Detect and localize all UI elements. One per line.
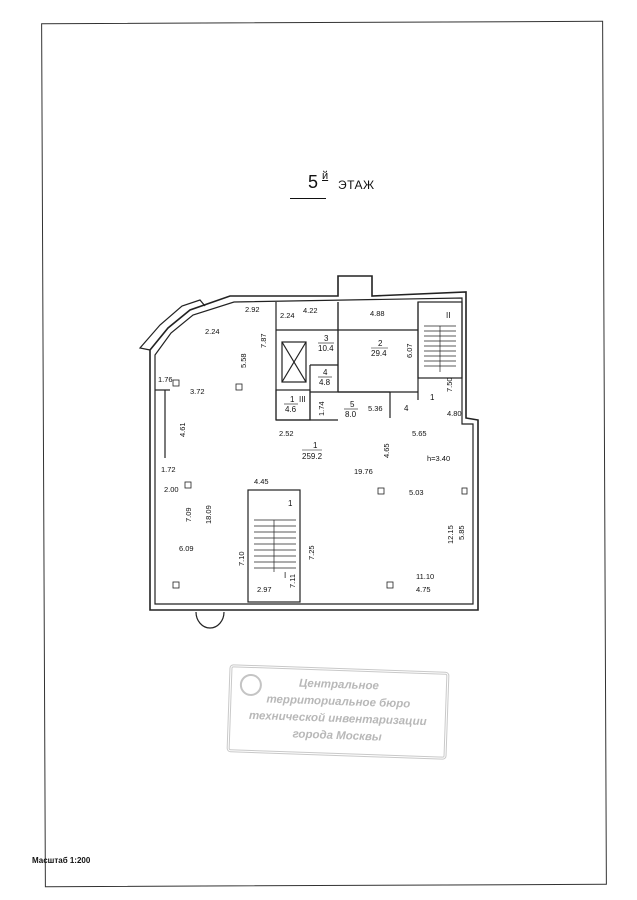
dimension-label: 6.07 xyxy=(405,343,414,358)
dimension-label: 2.52 xyxy=(279,429,294,438)
stamp-line: Центральное xyxy=(298,677,380,693)
dimension-label: 2.97 xyxy=(257,585,272,594)
room-area: 4.6 xyxy=(285,405,297,414)
dimension-label: 3.72 xyxy=(190,387,205,396)
stair-label: 4 xyxy=(404,404,409,413)
room-number: 3 xyxy=(324,334,329,343)
dimension-label: 4.65 xyxy=(382,443,391,458)
stair-treads xyxy=(254,325,456,572)
floor-title: 5 й ЭТАЖ xyxy=(290,170,400,202)
dimension-label: 5.85 xyxy=(457,525,466,540)
room-number: 1 xyxy=(290,395,295,404)
floor-number: 5 xyxy=(308,172,319,192)
dimension-labels: 2.92 4.22 2.24 4.88 2.24 7.87 5.58 6.07 … xyxy=(158,305,466,594)
floor-number-suffix: й xyxy=(322,170,329,182)
dimension-label: 4.45 xyxy=(254,477,269,486)
dimension-label: 1.74 xyxy=(317,401,326,416)
room-number: 2 xyxy=(378,339,383,348)
dimension-label: 5.58 xyxy=(239,353,248,368)
stair-label: 1 xyxy=(430,393,435,402)
dimension-label: 5.36 xyxy=(368,404,383,413)
dimension-label: 4.61 xyxy=(178,422,187,437)
ceiling-height-label: h=3.40 xyxy=(427,454,450,463)
stamp-line: территориальное бюро xyxy=(266,693,411,711)
dimension-label: 2.24 xyxy=(205,327,220,336)
dimension-label: 7.25 xyxy=(307,545,316,560)
dimension-label: 4.80 xyxy=(447,409,462,418)
dimension-label: 12.15 xyxy=(446,525,455,544)
room-number: 1 xyxy=(313,441,318,450)
plan-walls xyxy=(138,275,479,629)
scale-label: Масштаб 1:200 xyxy=(32,856,91,865)
dimension-label: 2.92 xyxy=(245,305,260,314)
dimension-label: 1.76 xyxy=(158,375,173,384)
dimension-label: 11.10 xyxy=(416,572,434,581)
dimension-label: 2.24 xyxy=(280,311,295,320)
dimension-label: 2.00 xyxy=(164,485,179,494)
dimension-label: 7.10 xyxy=(237,551,246,566)
room-number: 4 xyxy=(323,368,328,377)
stamp-line: города Москвы xyxy=(292,728,382,744)
bti-stamp: Центральное территориальное бюро техниче… xyxy=(226,664,450,760)
dimension-label: 18.09 xyxy=(204,505,213,524)
title-underline xyxy=(290,198,326,199)
dimension-label: 5.65 xyxy=(412,429,427,438)
dimension-label: 6.09 xyxy=(179,544,194,553)
dimension-label: 4.75 xyxy=(416,585,431,594)
room-area: 259.2 xyxy=(302,452,323,461)
dimension-label: 7.11 xyxy=(288,574,297,588)
dimension-label: 19.76 xyxy=(354,467,373,476)
dimension-label: 7.09 xyxy=(184,507,193,522)
floor-label: ЭТАЖ xyxy=(338,178,375,192)
dimension-label: 4.22 xyxy=(303,306,318,315)
dimension-label: 7.87 xyxy=(259,333,268,348)
room-labels: 3 10.4 2 29.4 4 4.8 1 4.6 5 8.0 1 259.2 xyxy=(284,334,388,461)
room-area: 4.8 xyxy=(319,378,331,387)
dimension-label: 1.72 xyxy=(161,465,176,474)
dimension-label: 5.03 xyxy=(409,488,424,497)
room-area: 29.4 xyxy=(371,349,387,358)
dimension-label: 7.50 xyxy=(445,377,454,392)
stair-label: II xyxy=(446,311,450,320)
room-area: 8.0 xyxy=(345,410,357,419)
room-area: 10.4 xyxy=(318,344,334,353)
stair-label: 1 xyxy=(288,499,293,508)
stair-labels: II III 1 4 1 I xyxy=(284,311,450,580)
columns xyxy=(172,379,468,589)
room-number: 5 xyxy=(350,400,355,409)
stamp-line: технической инвентаризации xyxy=(248,709,427,729)
stair-label: III xyxy=(299,395,306,404)
dimension-label: 4.88 xyxy=(370,309,385,318)
stair-label: I xyxy=(284,571,286,580)
